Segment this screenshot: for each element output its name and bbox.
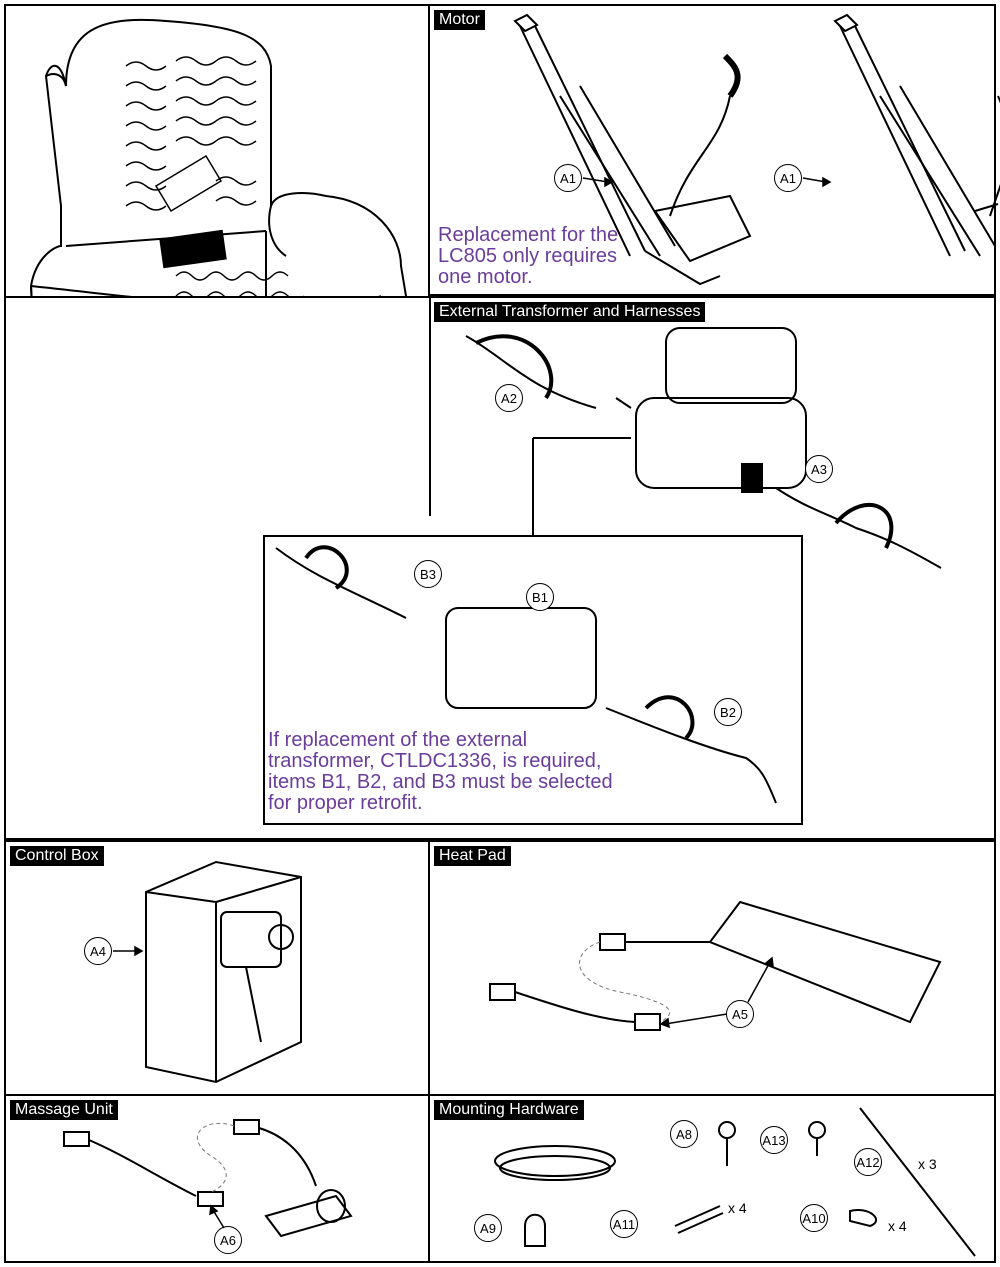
heat-pad-illustration: [489, 900, 942, 1031]
callout-a1-left: A1: [554, 164, 582, 192]
transformer-illustration: [263, 298, 942, 825]
callout-b1: B1: [526, 583, 554, 611]
heat-pad-panel: Heat Pad A5: [428, 840, 996, 1096]
callout-a8: A8: [670, 1120, 698, 1148]
callout-b2: B2: [714, 698, 742, 726]
control-box-illustration: [145, 860, 302, 1084]
control-box-title: Control Box: [10, 846, 104, 866]
massage-panel: Massage Unit A6: [4, 1094, 430, 1263]
motor-note-line2: LC805 only requires: [438, 245, 617, 267]
qty-a10: x 4: [888, 1218, 907, 1234]
heat-pad-title: Heat Pad: [434, 846, 511, 866]
callout-a6: A6: [214, 1226, 242, 1254]
callout-arrow-a6: [209, 1204, 225, 1229]
callout-a10: A10: [800, 1204, 828, 1232]
transformer-title: External Transformer and Harnesses: [434, 302, 706, 322]
motor-title: Motor: [434, 10, 485, 30]
callout-a5: A5: [726, 1000, 754, 1028]
transformer-panel: External Transformer and Harnesses: [4, 296, 996, 840]
callout-a12: A12: [854, 1148, 882, 1176]
motor-note-line1: Replacement for the: [438, 224, 619, 246]
callout-a4: A4: [84, 937, 112, 965]
motor-note-line3: one motor.: [438, 266, 533, 288]
transformer-note-line1: If replacement of the external: [268, 729, 528, 751]
callout-arrows-motor: [582, 176, 832, 188]
control-box-panel: Control Box A4: [4, 840, 430, 1096]
callout-a3: A3: [805, 455, 833, 483]
hardware-title: Mounting Hardware: [434, 1100, 584, 1120]
callout-a1-right: A1: [774, 164, 802, 192]
callout-a11: A11: [610, 1210, 638, 1238]
massage-title: Massage Unit: [10, 1100, 118, 1120]
transformer-note-line4: for proper retrofit.: [268, 792, 423, 814]
motor-actuator-left-illustration: [513, 13, 1000, 286]
transformer-note-line2: transformer, CTLDC1336, is required,: [268, 750, 602, 772]
callout-arrow-a4: [113, 945, 144, 957]
qty-a12: x 3: [918, 1156, 937, 1172]
callout-b3: B3: [414, 560, 442, 588]
qty-a11: x 4: [728, 1200, 747, 1216]
hardware-panel: Mounting Hardware A8 A13 A12 A9 A11 A10 …: [428, 1094, 996, 1263]
motor-panel: Motor A1 A1 Repl: [428, 4, 1000, 296]
massage-unit-illustration: [63, 1119, 353, 1238]
callout-a9: A9: [474, 1214, 502, 1242]
transformer-note-line3: items B1, B2, and B3 must be selected: [268, 771, 613, 793]
callout-arrows-a5: [659, 956, 774, 1029]
mounting-hardware-illustration: [494, 1107, 976, 1257]
callout-a13: A13: [760, 1126, 788, 1154]
callout-a2: A2: [495, 384, 523, 412]
